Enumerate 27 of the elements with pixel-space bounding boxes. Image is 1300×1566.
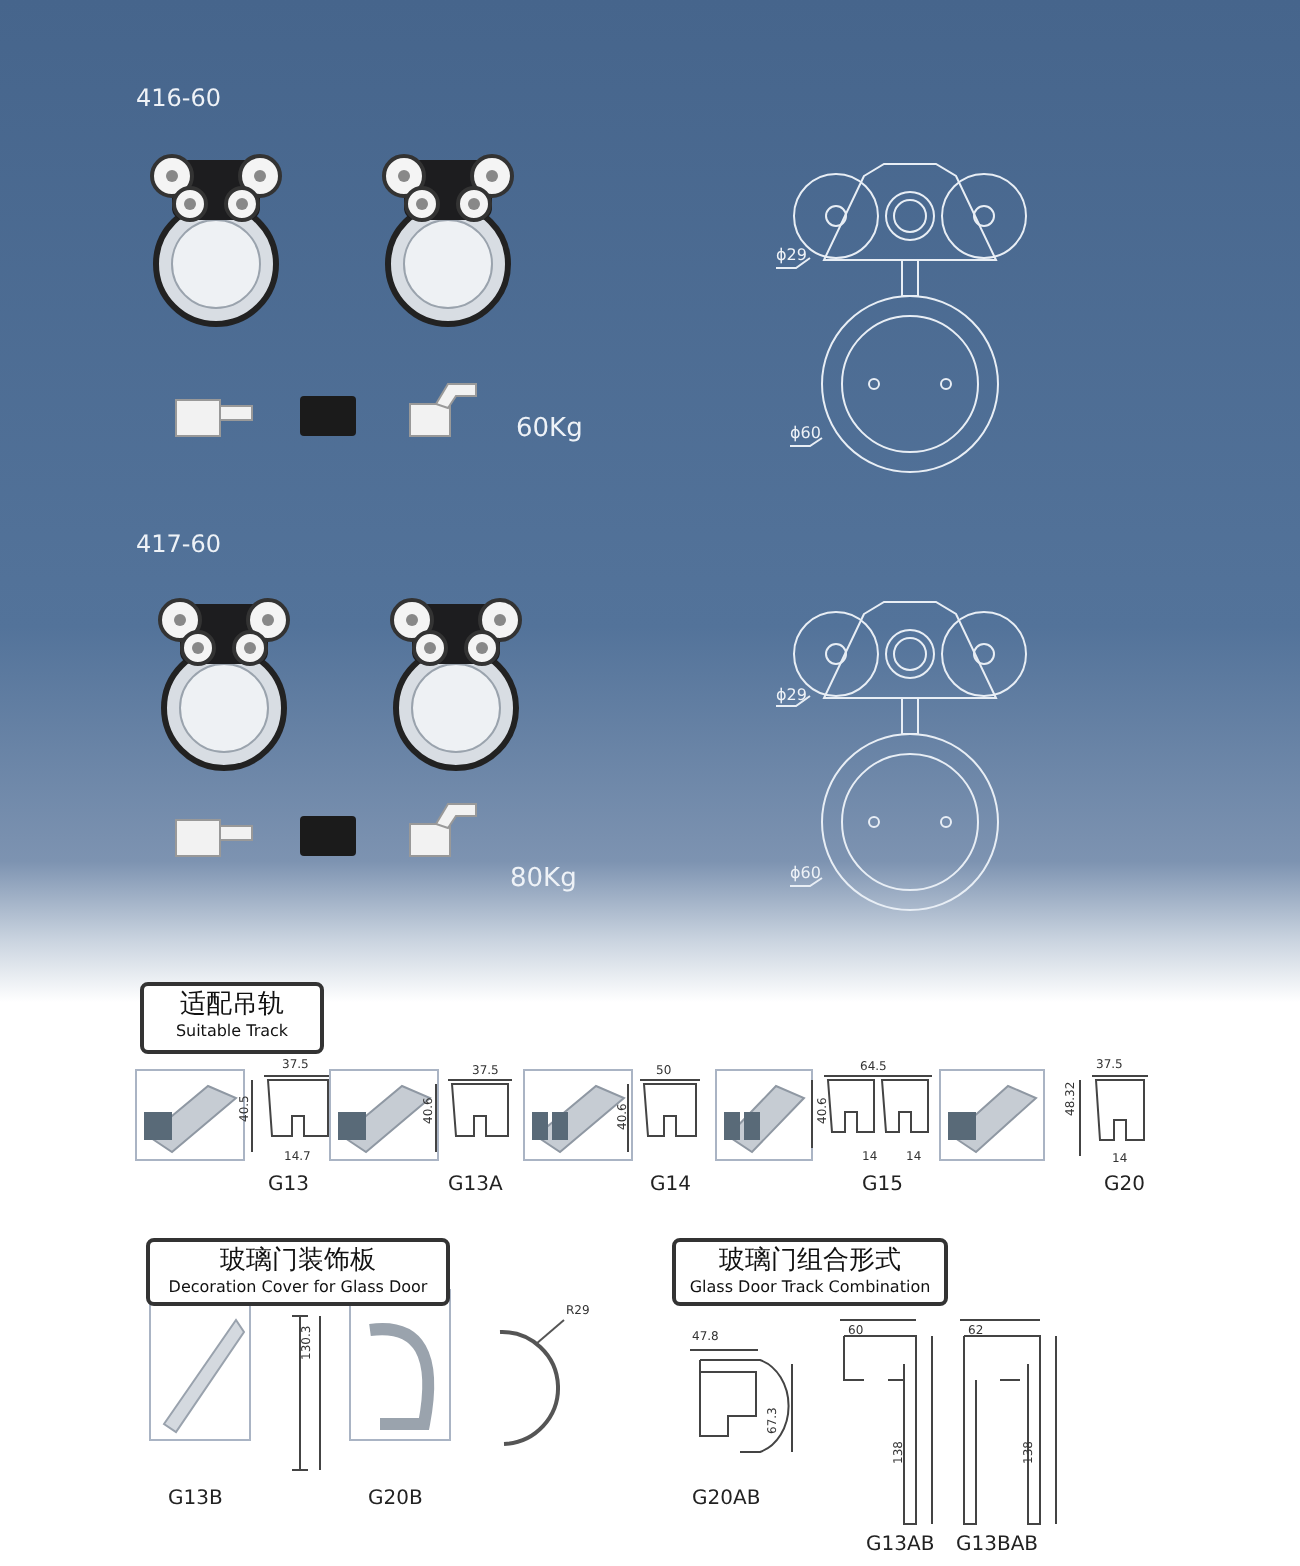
dimension-label: ϕ29: [776, 248, 807, 264]
model-label: G13A: [448, 1176, 503, 1196]
weight-label: 80Kg: [510, 866, 577, 892]
model-label: G13: [268, 1176, 309, 1196]
model-label: G14: [650, 1176, 691, 1196]
section-header-box: [672, 1238, 948, 1306]
section-subtitle: Suitable Track: [173, 1021, 291, 1041]
model-label: G13B: [168, 1490, 223, 1510]
section-title: 玻璃门组合形式: [717, 1246, 903, 1278]
model-label: G13BAB: [956, 1536, 1039, 1556]
section-subtitle: Glass Door Track Combination: [687, 1277, 933, 1297]
model-label: G13AB: [866, 1536, 935, 1556]
model-label: G20: [1104, 1176, 1145, 1196]
section-title: 适配吊轨: [178, 990, 286, 1022]
model-label: G20B: [368, 1490, 423, 1510]
section-subtitle: Decoration Cover for Glass Door: [166, 1277, 430, 1297]
model-label: 416-60: [136, 86, 222, 110]
dimension-label: ϕ60: [790, 426, 821, 442]
model-label: G20AB: [692, 1490, 761, 1510]
dimension-label: ϕ29: [776, 688, 807, 704]
section-header-box: [140, 982, 324, 1054]
dimension-label: ϕ60: [790, 866, 821, 882]
model-label: 417-60: [136, 532, 222, 556]
section-title: 玻璃门装饰板: [218, 1246, 378, 1278]
section-header-box: [146, 1238, 450, 1306]
weight-label: 60Kg: [516, 416, 583, 442]
model-label: G15: [862, 1176, 903, 1196]
